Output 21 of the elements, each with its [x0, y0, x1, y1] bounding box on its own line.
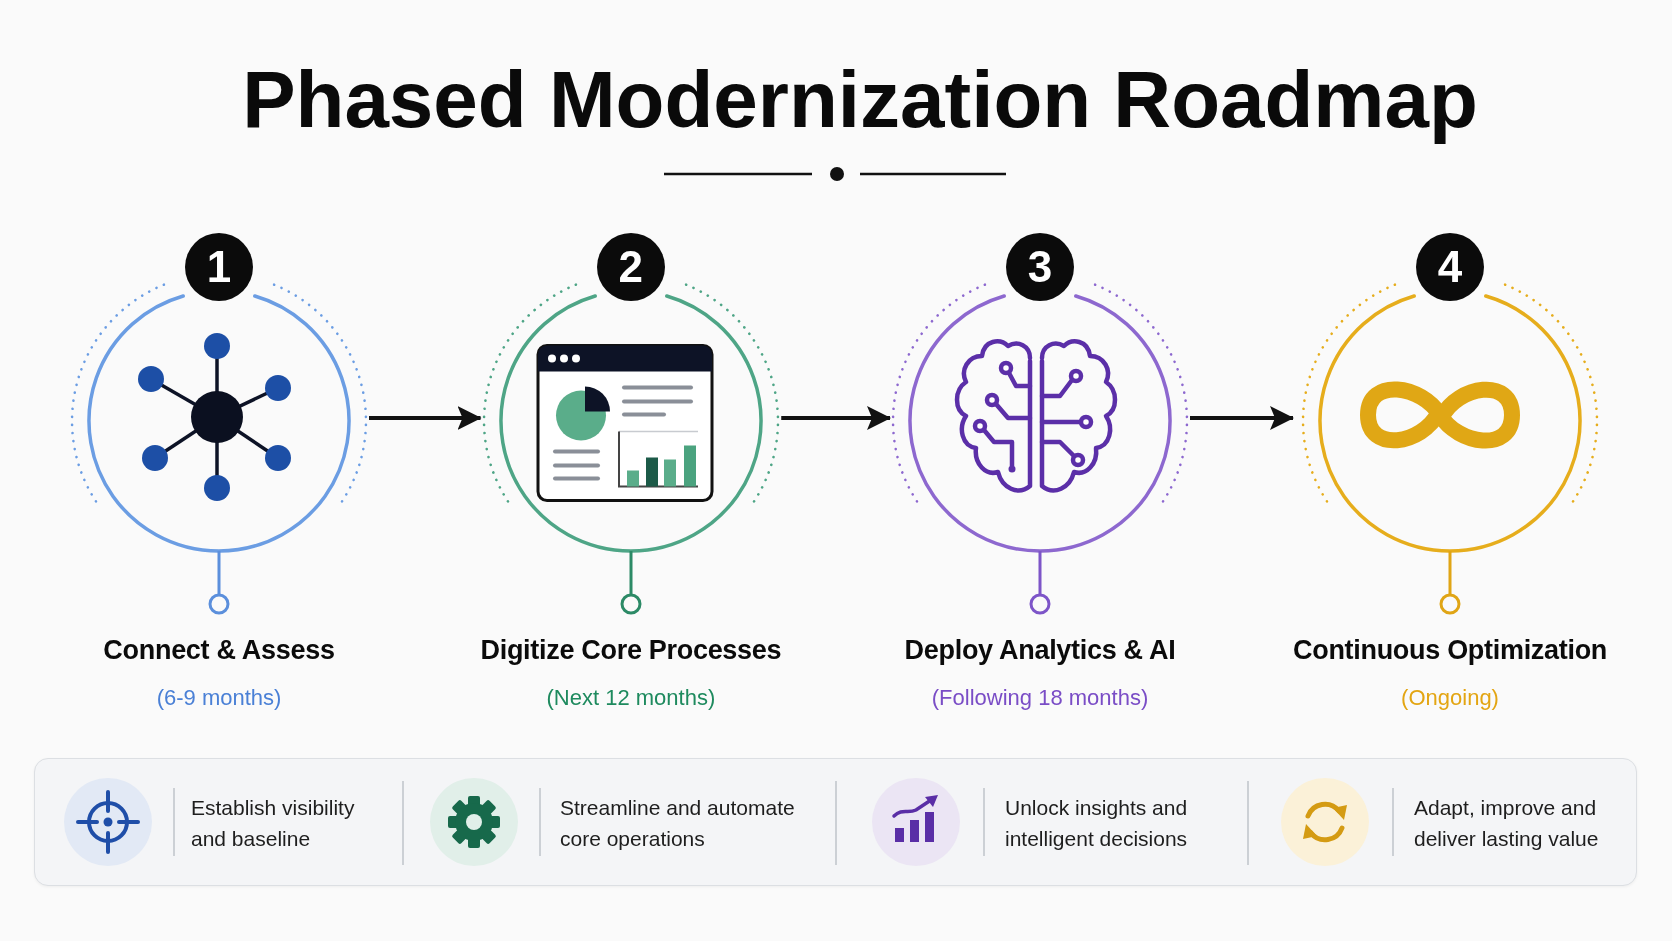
phase-duration: (Following 18 months) — [931, 684, 1149, 712]
step-number-badge: 2 — [596, 233, 665, 301]
arrow — [781, 406, 891, 430]
title: Phased Modernization Roadmap — [242, 54, 1478, 146]
step-number-badge: 1 — [185, 233, 253, 301]
phase-title: Connect & Assess — [103, 634, 335, 667]
phase-duration: (Next 12 months) — [546, 684, 716, 712]
phase-summary: Adapt, improve and deliver lasting value — [1414, 795, 1600, 852]
phase-duration: (Ongoing) — [1401, 684, 1499, 712]
summary-panel — [34, 758, 1637, 886]
phase-title: Deploy Analytics & AI — [904, 634, 1176, 667]
phase-title: Continuous Optimization — [1293, 634, 1608, 667]
phase-summary: Unlock insights and intelligent decisions — [1005, 795, 1189, 852]
step-number-badge: 3 — [1006, 233, 1074, 301]
arrow — [1190, 406, 1294, 430]
phase-duration: (6-9 months) — [156, 684, 282, 712]
phase-summary: Streamline and automate core operations — [560, 795, 796, 852]
phase-title: Digitize Core Processes — [480, 634, 782, 667]
arrow — [369, 406, 482, 430]
phase-summary: Establish visibility and baseline — [191, 795, 356, 852]
step-number-badge: 4 — [1416, 233, 1485, 301]
